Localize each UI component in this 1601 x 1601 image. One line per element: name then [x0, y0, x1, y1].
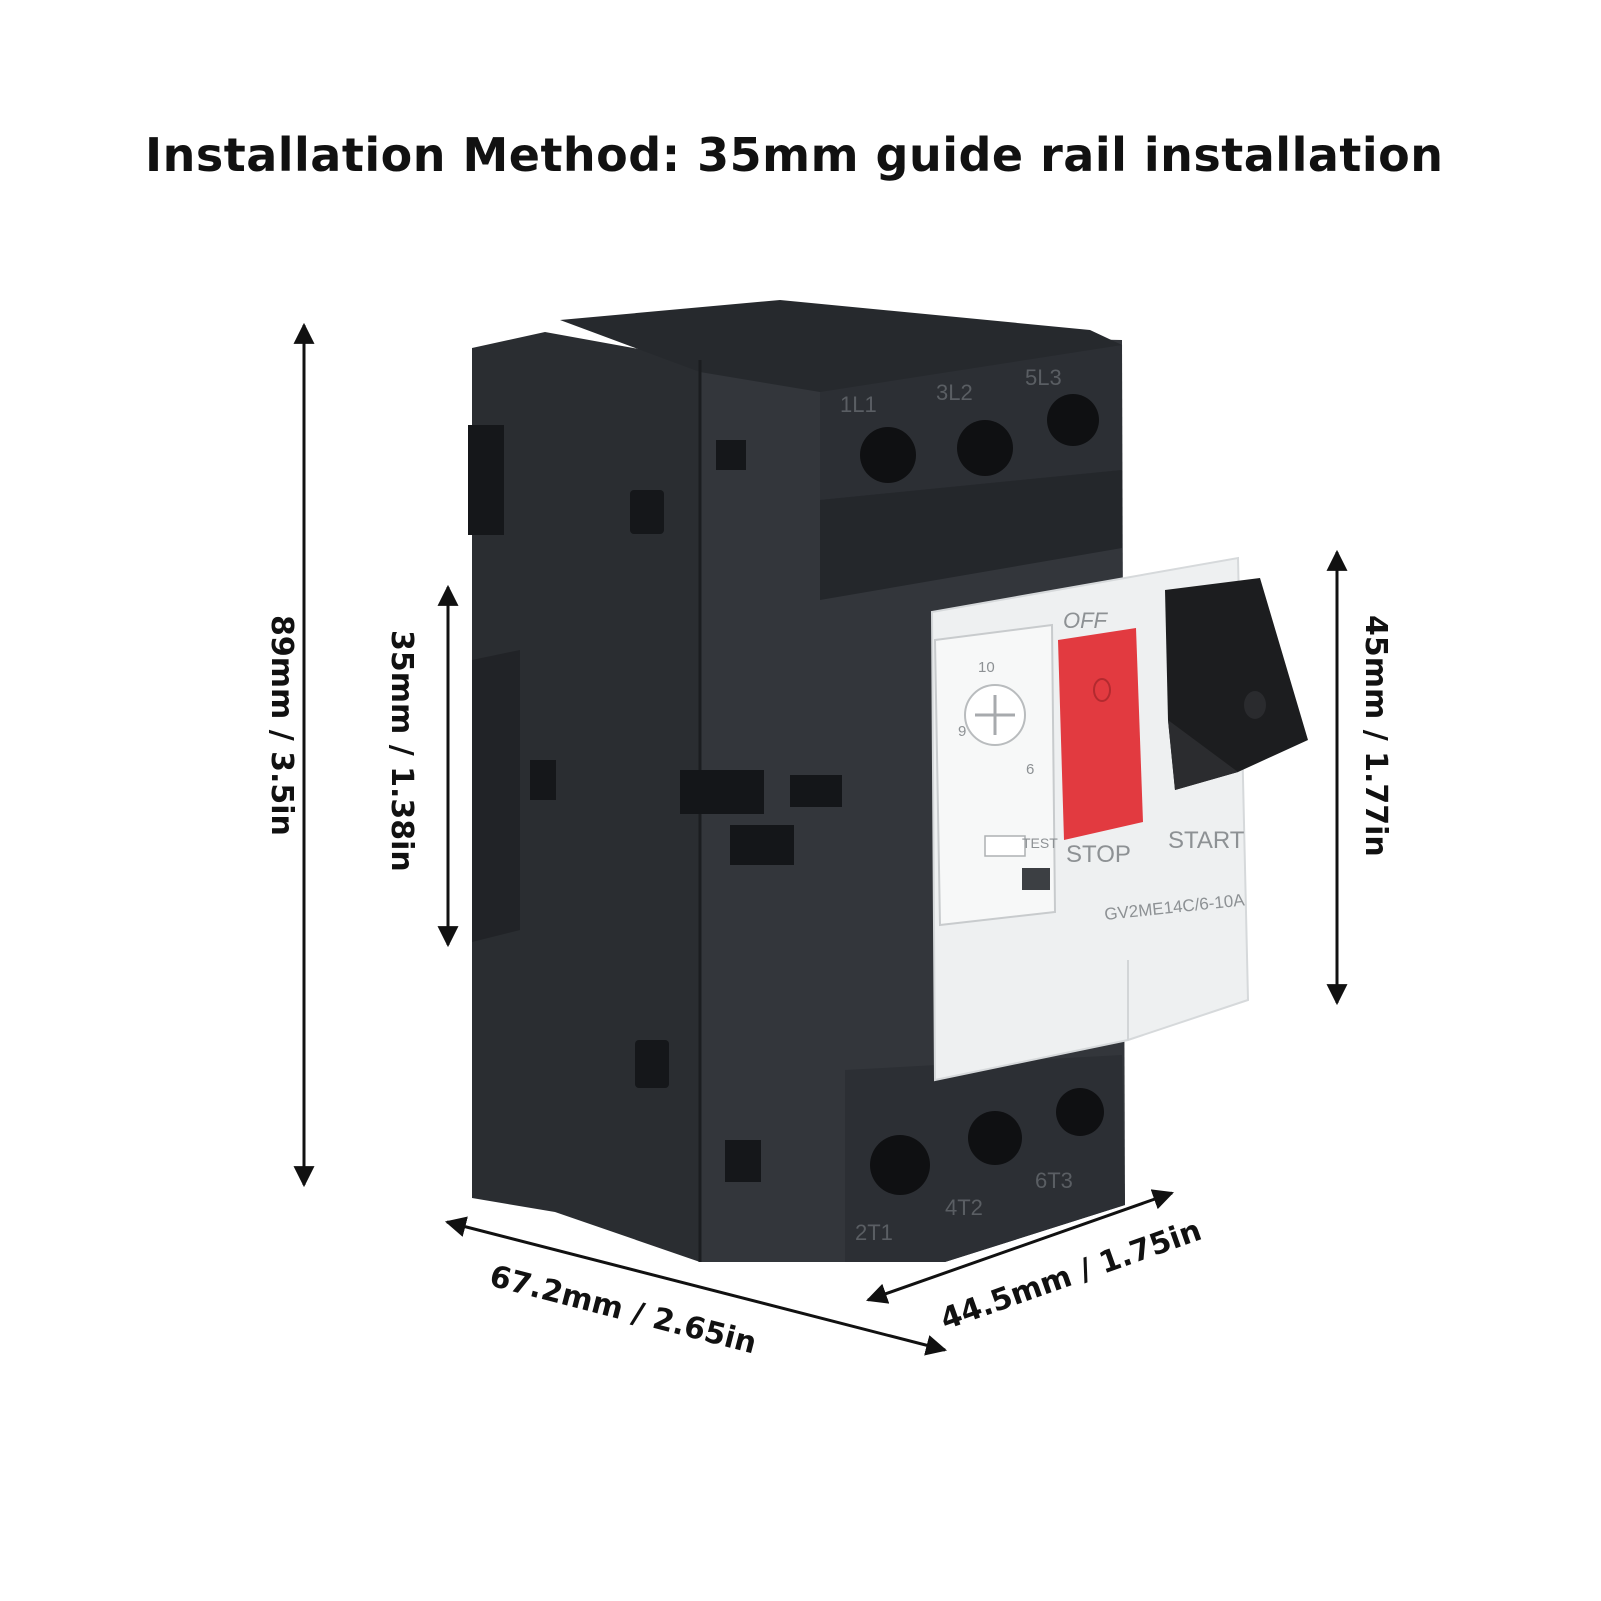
dial-mark: 6	[1026, 761, 1034, 778]
terminal-label: 4T2	[945, 1195, 983, 1220]
dimension-label: 45mm / 1.77in	[1358, 615, 1393, 857]
dimension-rail: 35mm / 1.38in	[384, 584, 459, 948]
din-notch	[472, 650, 520, 942]
dimension-height-total: 89mm / 3.5in	[264, 322, 315, 1188]
start-label: START	[1168, 827, 1245, 854]
page-title: Installation Method: 35mm guide rail ins…	[145, 128, 1444, 182]
start-button[interactable]	[1165, 578, 1308, 790]
current-dial[interactable]: 10 9 6	[958, 659, 1034, 778]
dial-mark: 10	[978, 659, 995, 676]
dimension-label: 67.2mm / 2.65in	[486, 1259, 760, 1362]
test-button[interactable]	[984, 835, 1026, 857]
top-terminals: 1L1 3L2 5L3	[840, 365, 1099, 483]
terminal-label: 3L2	[936, 380, 973, 405]
terminal-label: 1L1	[840, 392, 877, 417]
terminal-label: 5L3	[1025, 365, 1062, 390]
test-label: TEST	[1022, 835, 1058, 851]
side-face	[472, 332, 700, 1262]
dimension-label: 89mm / 3.5in	[264, 615, 299, 836]
off-label: OFF	[1063, 608, 1109, 633]
stop-label: STOP	[1066, 841, 1131, 868]
terminal-label: 6T3	[1035, 1168, 1073, 1193]
dial-mark: 9	[958, 723, 966, 740]
stop-button[interactable]	[1058, 628, 1143, 840]
dimension-panel-height: 45mm / 1.77in	[1326, 549, 1393, 1006]
terminal-label: 2T1	[855, 1220, 893, 1245]
dimension-label: 35mm / 1.38in	[384, 630, 419, 872]
motor-protector: 1L1 3L2 5L3 2T1 4T2 6T3	[468, 300, 1308, 1262]
